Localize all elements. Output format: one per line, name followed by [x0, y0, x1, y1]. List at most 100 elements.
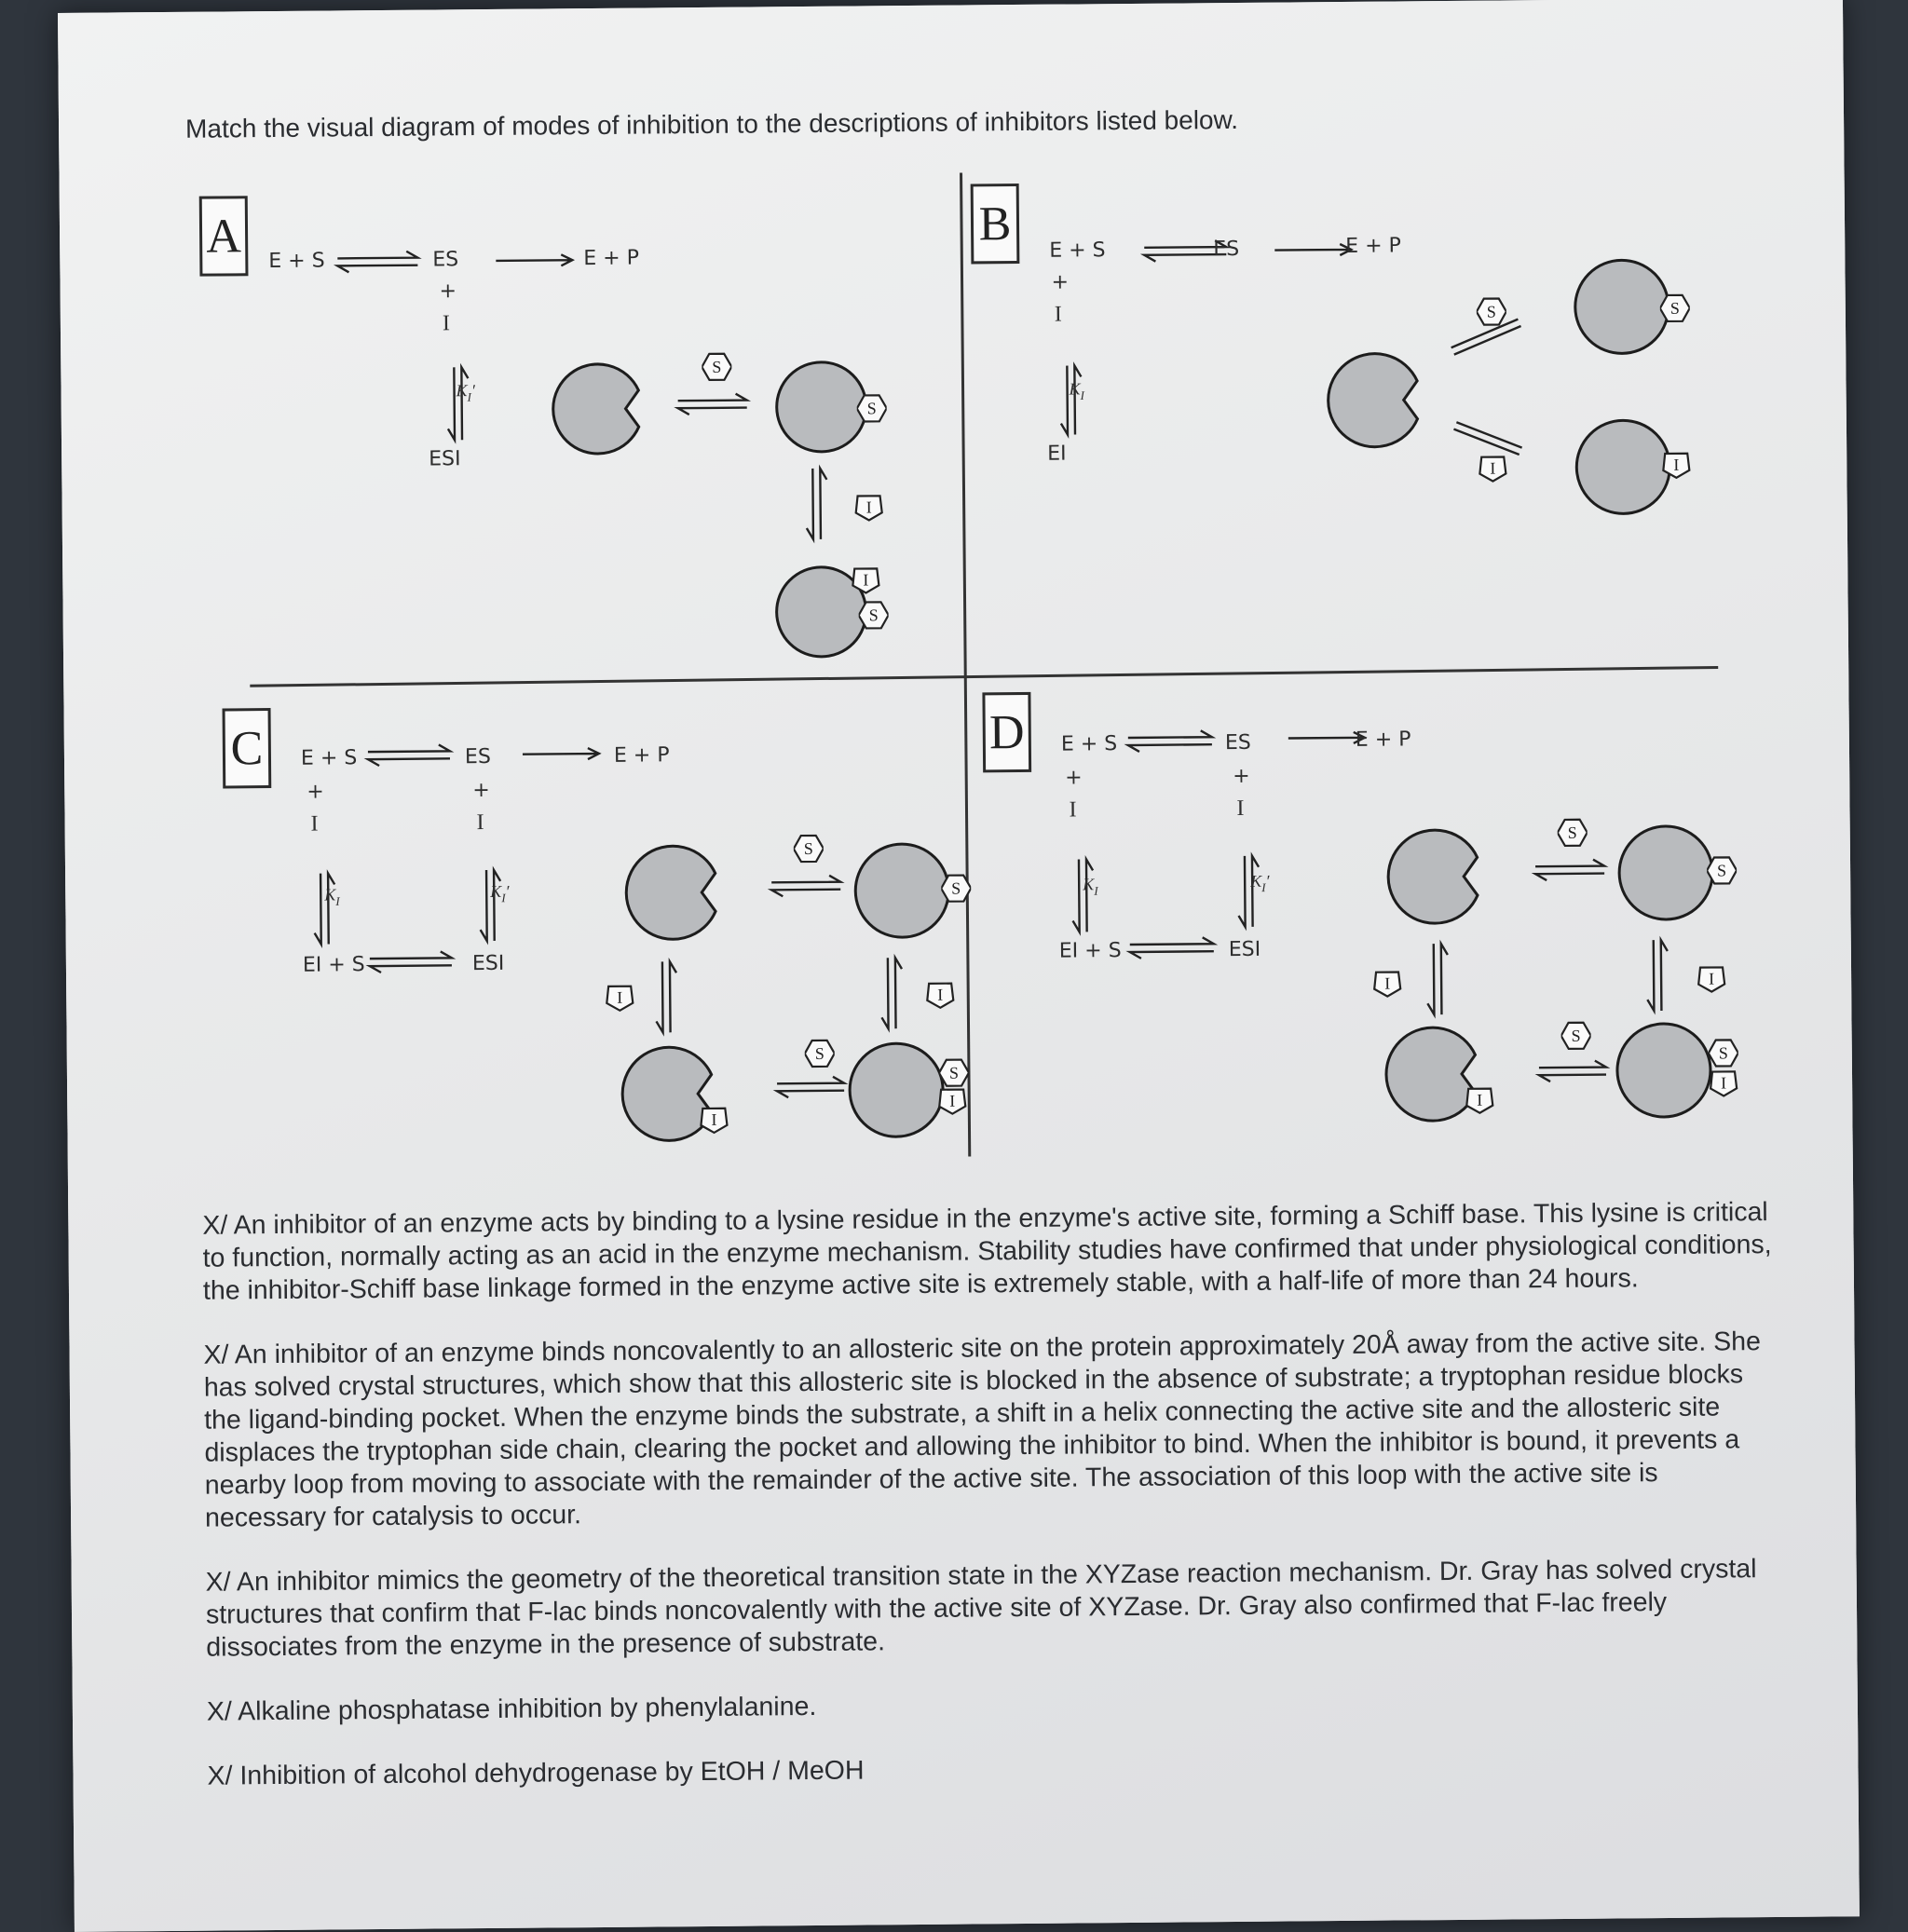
- svg-text:I: I: [1384, 974, 1390, 993]
- panel-a-label: A: [198, 196, 249, 277]
- panel-c-ki: KI: [324, 885, 340, 908]
- svg-text:I: I: [1673, 456, 1679, 474]
- panel-b-token-i: I: [1479, 456, 1507, 483]
- panel-a-plus: +: [439, 279, 457, 304]
- panel-c-token-s-top: S: [793, 834, 824, 864]
- panel-d-ki-prime: KI′: [1250, 871, 1270, 895]
- panel-c-token-i-left: I: [606, 985, 634, 1012]
- panel-c-arrow-ep: [522, 746, 602, 761]
- panel-a-enzyme-esi: [775, 565, 868, 659]
- svg-text:I: I: [711, 1110, 716, 1129]
- horizontal-divider: [250, 665, 1719, 687]
- svg-text:S: S: [1487, 303, 1496, 321]
- panel-d-token-i-bound: I: [1465, 1087, 1494, 1114]
- panel-b-enzyme-free: [1327, 352, 1420, 449]
- panel-d-arrow-esi: [1125, 936, 1219, 959]
- panel-c-arrow-bind-bottom: [772, 1075, 849, 1099]
- panel-b-token-i-bound: I: [1662, 452, 1691, 480]
- svg-text:I: I: [1490, 459, 1495, 478]
- panel-c-enzyme-ei: [620, 1045, 714, 1142]
- panel-d-arrow-right: [1646, 935, 1669, 1015]
- panel-b-e-plus-s: E + S: [1049, 238, 1106, 263]
- panel-d-token-i-right: I: [1697, 966, 1726, 993]
- panel-c-arrow-ki-prime: [479, 865, 502, 946]
- panel-a-token-s-top: S: [702, 352, 732, 382]
- panel-d-ei-plus-s: EI + S: [1058, 939, 1122, 963]
- panel-d-arrow-es: [1124, 729, 1217, 753]
- svg-text:S: S: [712, 358, 721, 376]
- panel-c-i-right: I: [476, 810, 484, 836]
- panel-a-e-plus-s: E + S: [268, 249, 325, 274]
- svg-text:S: S: [1572, 1027, 1581, 1045]
- panel-d-esi: ESI: [1228, 937, 1261, 962]
- panel-a-ki-prime: KI′: [456, 381, 475, 404]
- panel-c-plus-left: +: [307, 780, 324, 804]
- panel-c-i-left: I: [310, 811, 319, 837]
- svg-text:S: S: [1568, 823, 1577, 842]
- svg-text:S: S: [951, 879, 961, 898]
- panel-d-token-s-esi: S: [1708, 1039, 1738, 1068]
- svg-text:I: I: [863, 570, 868, 589]
- panel-c-plus-right: +: [472, 778, 490, 803]
- panel-a-arrow-es: [333, 250, 422, 274]
- panel-c-arrow-esi: [365, 950, 457, 974]
- panel-d-token-s-bottom: S: [1560, 1021, 1591, 1051]
- panel-c-ki-prime: KI′: [490, 881, 510, 905]
- panel-b-label: B: [970, 184, 1020, 265]
- panel-d-arrow-bind-top: [1531, 858, 1609, 882]
- panel-c-ei-plus-s: EI + S: [302, 953, 365, 977]
- panel-b-arrow-ep: [1274, 242, 1354, 257]
- panel-d-arrow-ki-prime: [1237, 851, 1261, 932]
- panel-b-i: I: [1054, 302, 1062, 327]
- panel-d-i-right: I: [1236, 796, 1245, 821]
- panel-d-token-s-top: S: [1557, 818, 1588, 848]
- panel-a-esi: ESI: [429, 447, 461, 471]
- panel-a-i: I: [442, 311, 451, 336]
- panel-c-token-s-esi: S: [938, 1058, 970, 1087]
- svg-text:S: S: [1719, 1043, 1728, 1062]
- panel-d-token-i-esi: I: [1709, 1070, 1738, 1097]
- panel-a-arrow-down: [805, 464, 828, 544]
- panel-d-e-plus-s: E + S: [1060, 732, 1118, 756]
- vertical-divider: [960, 172, 972, 1157]
- panel-d-plus-right: +: [1233, 764, 1250, 789]
- panel-a-enzyme-free: [552, 362, 641, 456]
- svg-text:I: I: [1721, 1073, 1726, 1092]
- panel-c-token-s-bottom: S: [804, 1039, 835, 1068]
- panel-d-arrow-left: [1426, 939, 1449, 1019]
- panel-c-enzyme-es: [853, 842, 950, 939]
- panel-c-es: ES: [464, 744, 491, 769]
- panel-c-arrow-left: [655, 957, 678, 1037]
- panel-d-enzyme-ei: [1384, 1026, 1478, 1122]
- panel-d-enzyme-esi: [1615, 1022, 1712, 1119]
- panel-b-ki: KI: [1069, 379, 1085, 402]
- panel-a-arrow-ep: [496, 253, 576, 267]
- panel-d-arrow-bind-bottom: [1534, 1059, 1611, 1083]
- panel-b-arrow-i: [1453, 421, 1523, 456]
- panel-b-ei: EI: [1047, 442, 1067, 466]
- panel-a-token-s-bound2: S: [858, 601, 889, 630]
- panel-b-plus: +: [1051, 270, 1070, 294]
- panel-c-e-plus-s: E + S: [300, 746, 358, 770]
- panel-a-token-i-bound: I: [852, 567, 880, 594]
- panel-c-token-i-right: I: [926, 982, 955, 1009]
- panel-d-enzyme-es: [1617, 824, 1714, 921]
- panel-d-arrow-ep: [1288, 730, 1368, 744]
- panel-b-es: ES: [1213, 237, 1240, 262]
- panel-b-arrow-ki: [1059, 361, 1083, 439]
- svg-text:S: S: [869, 605, 879, 624]
- panel-c-token-s-bound: S: [941, 874, 972, 903]
- panel-c-arrow-bind-top: [767, 874, 845, 898]
- panel-d-token-s-bound: S: [1706, 856, 1738, 885]
- panel-d-ki: KI: [1083, 875, 1098, 898]
- panel-c-token-i-bound: I: [700, 1107, 729, 1135]
- inhibitor-descriptions: X/ An inhibitor of an enzyme acts by bin…: [202, 1196, 1782, 1825]
- panel-a-enzyme-es: [775, 361, 868, 454]
- panel-d-enzyme-free: [1386, 828, 1479, 925]
- svg-text:I: I: [949, 1092, 955, 1110]
- panel-a-es: ES: [432, 248, 459, 272]
- panel-b-enzyme-es: [1574, 258, 1670, 355]
- svg-text:S: S: [804, 839, 813, 858]
- panel-a-e-plus-p: E + P: [583, 246, 640, 271]
- panel-d-i-left: I: [1069, 797, 1077, 823]
